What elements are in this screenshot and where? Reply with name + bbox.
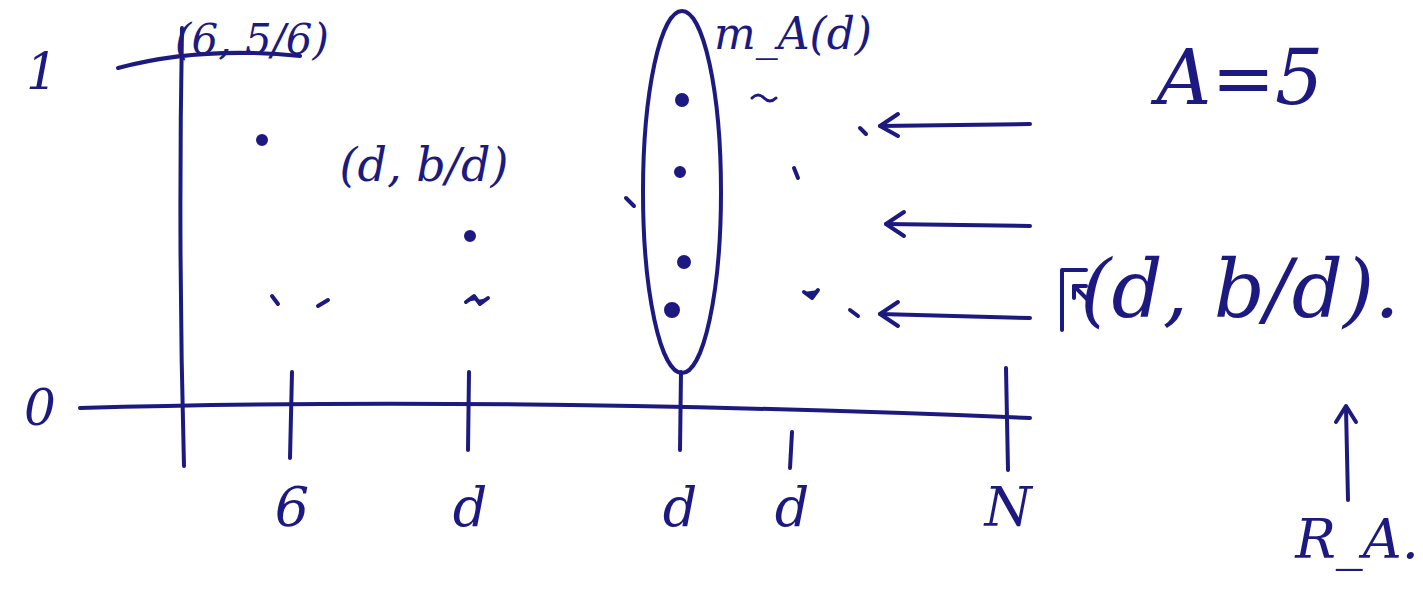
tick <box>790 432 792 468</box>
math-label: (d, b/d) <box>340 142 509 188</box>
math-label: (d, b/d). <box>1080 250 1399 330</box>
axis-tick-label: 6 <box>275 481 309 535</box>
x-axis <box>80 404 1030 418</box>
math-label: 1 <box>26 47 58 97</box>
up-arrow <box>1346 408 1348 500</box>
math-label: A=5 <box>1157 40 1324 116</box>
ellipse-shape <box>643 11 721 373</box>
axis-tick-label: d <box>775 481 810 535</box>
axis-tick-label: d <box>453 481 488 535</box>
ellipse-group: m_A(d) <box>640 8 724 376</box>
up-arrow-head <box>1336 406 1356 422</box>
left-arrows <box>880 114 1030 326</box>
tick <box>290 372 292 458</box>
math-label: (6, 5/6) <box>175 19 329 61</box>
y-axis <box>180 28 184 466</box>
math-label: R_A. <box>1295 513 1419 567</box>
tick <box>1006 368 1008 470</box>
tick <box>680 372 681 450</box>
tick <box>468 372 469 450</box>
data-points <box>258 95 866 316</box>
axis-tick-label: d <box>663 481 698 535</box>
ellipse-outline <box>640 8 724 376</box>
axis-tick-label: N <box>984 481 1031 535</box>
ellipse-heading: m_A(d) <box>714 12 872 56</box>
tilde-mark <box>752 95 776 101</box>
math-label: 0 <box>24 383 56 433</box>
